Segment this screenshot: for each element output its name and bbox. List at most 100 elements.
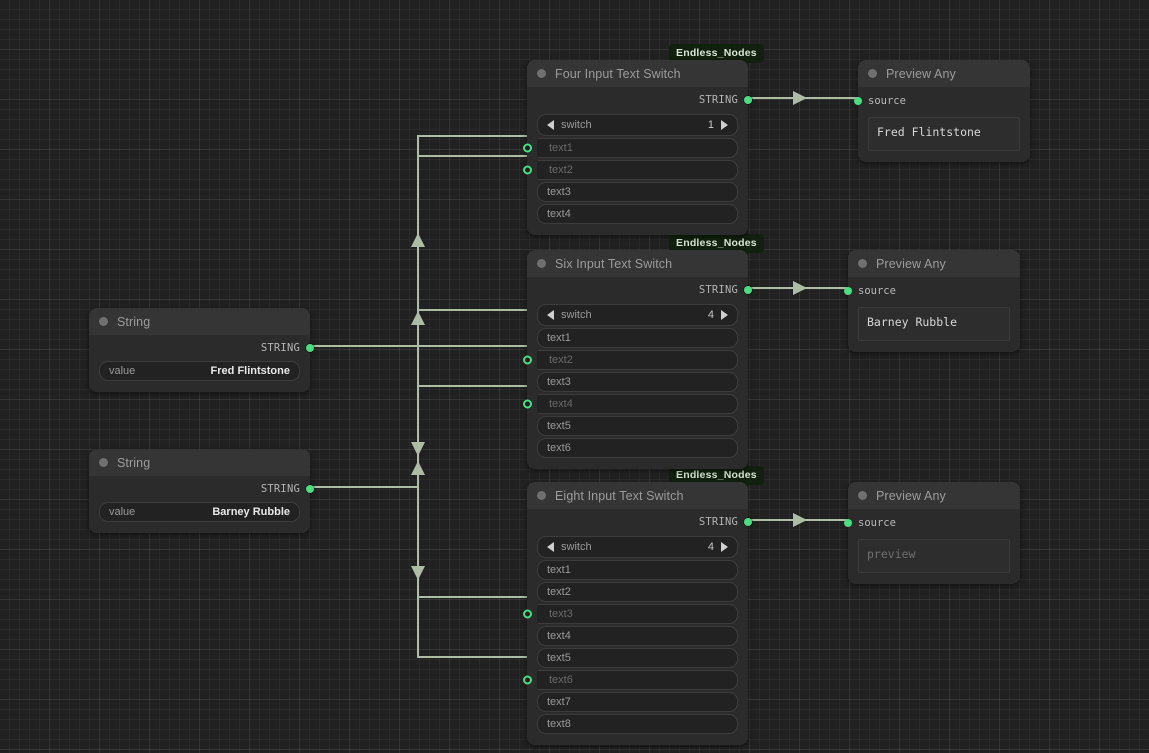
input-slot-text4[interactable]: text4: [523, 394, 738, 414]
input-socket-ring-icon[interactable]: [523, 165, 532, 175]
input-slot-text8[interactable]: text8: [537, 714, 738, 734]
input-socket-ring-icon[interactable]: [523, 609, 532, 619]
output-slot-string[interactable]: STRING: [537, 88, 752, 111]
node-body: STRING switch 1 text1 text2 text3 tex: [523, 88, 752, 235]
switch-stepper-widget[interactable]: switch 1: [537, 114, 738, 136]
input-slot-label: text4: [549, 398, 573, 410]
output-slot-string[interactable]: STRING: [99, 477, 314, 500]
switch-value[interactable]: 1: [707, 119, 714, 131]
output-slot-string[interactable]: STRING: [99, 336, 314, 359]
collapse-dot-icon[interactable]: [99, 317, 108, 326]
input-slot-source[interactable]: source: [854, 91, 1020, 111]
output-socket-dot-icon[interactable]: [306, 484, 314, 493]
input-slot-label: text5: [547, 420, 571, 432]
switch-value[interactable]: 4: [707, 309, 714, 321]
value-widget-value[interactable]: Fred Flintstone: [210, 365, 290, 377]
input-slot-label: text6: [547, 442, 571, 454]
input-socket-ring-icon[interactable]: [523, 143, 532, 153]
node-title-bar[interactable]: Six Input Text Switch: [527, 250, 748, 278]
input-slot-text7[interactable]: text7: [537, 692, 738, 712]
node-title-bar[interactable]: Preview Any: [858, 60, 1030, 88]
input-slot-source[interactable]: source: [844, 281, 1010, 301]
input-slot-text5[interactable]: text5: [537, 648, 738, 668]
preview-text-area[interactable]: preview: [858, 539, 1010, 573]
input-slot-text1[interactable]: text1: [523, 138, 738, 158]
output-slot-label: STRING: [698, 283, 738, 296]
input-slot-text4[interactable]: text4: [537, 626, 738, 646]
collapse-dot-icon[interactable]: [868, 69, 877, 78]
output-socket-dot-icon[interactable]: [744, 285, 752, 294]
input-slot-text1[interactable]: text1: [537, 560, 738, 580]
input-slot-text3[interactable]: text3: [537, 372, 738, 392]
input-slot-text2[interactable]: text2: [523, 350, 738, 370]
input-slot-source[interactable]: source: [844, 513, 1010, 533]
input-slot-text2[interactable]: text2: [537, 582, 738, 602]
input-slot-text6[interactable]: text6: [537, 438, 738, 458]
node-string-fred[interactable]: String STRING value Fred Flintstone: [89, 308, 314, 392]
value-widget[interactable]: value Barney Rubble: [99, 502, 300, 522]
switch-label: switch: [561, 309, 592, 321]
output-socket-dot-icon[interactable]: [744, 517, 752, 526]
triangle-left-icon[interactable]: [547, 310, 554, 320]
switch-value[interactable]: 4: [707, 541, 714, 553]
triangle-right-icon[interactable]: [721, 542, 728, 552]
input-slot-text6[interactable]: text6: [523, 670, 738, 690]
input-socket-ring-icon[interactable]: [523, 355, 532, 365]
input-socket-ring-icon[interactable]: [523, 399, 532, 409]
node-title-bar[interactable]: String: [89, 449, 310, 477]
switch-stepper-widget[interactable]: switch 4: [537, 536, 738, 558]
node-preview-any-bottom[interactable]: Preview Any source preview: [844, 482, 1020, 584]
input-slot-label: text2: [549, 354, 573, 366]
preview-text-area[interactable]: Fred Flintstone: [868, 117, 1020, 151]
triangle-left-icon[interactable]: [547, 120, 554, 130]
output-slot-string[interactable]: STRING: [537, 278, 752, 301]
collapse-dot-icon[interactable]: [537, 491, 546, 500]
input-socket-dot-icon[interactable]: [844, 519, 852, 527]
collapse-dot-icon[interactable]: [537, 69, 546, 78]
collapse-dot-icon[interactable]: [858, 491, 867, 500]
node-title-bar[interactable]: Preview Any: [848, 482, 1020, 510]
triangle-right-icon[interactable]: [721, 120, 728, 130]
preview-text-area[interactable]: Barney Rubble: [858, 307, 1010, 341]
collapse-dot-icon[interactable]: [537, 259, 546, 268]
node-pack-badge: Endless_Nodes: [669, 44, 764, 63]
node-four-input-text-switch[interactable]: Four Input Text Switch STRING switch 1 t…: [523, 60, 752, 235]
output-slot-string[interactable]: STRING: [537, 510, 752, 533]
node-eight-input-text-switch[interactable]: Eight Input Text Switch STRING switch 4 …: [523, 482, 752, 745]
node-title-bar[interactable]: Eight Input Text Switch: [527, 482, 748, 510]
node-preview-any-top[interactable]: Preview Any source Fred Flintstone: [854, 60, 1030, 162]
node-title-bar[interactable]: String: [89, 308, 310, 336]
node-body: STRING switch 4 text1 text2 text3 text4: [523, 510, 752, 745]
node-title-bar[interactable]: Preview Any: [848, 250, 1020, 278]
input-slot-label: source: [858, 285, 896, 297]
value-widget[interactable]: value Fred Flintstone: [99, 361, 300, 381]
triangle-right-icon[interactable]: [721, 310, 728, 320]
collapse-dot-icon[interactable]: [858, 259, 867, 268]
input-socket-ring-icon[interactable]: [523, 675, 532, 685]
output-socket-dot-icon[interactable]: [306, 343, 314, 352]
switch-stepper-widget[interactable]: switch 4: [537, 304, 738, 326]
input-slot-text5[interactable]: text5: [537, 416, 738, 436]
input-slot-label: text3: [549, 608, 573, 620]
node-title-label: Six Input Text Switch: [555, 256, 673, 271]
node-body: STRING value Fred Flintstone: [89, 336, 314, 392]
input-socket-dot-icon[interactable]: [854, 97, 862, 105]
output-socket-dot-icon[interactable]: [744, 95, 752, 104]
input-slot-text3[interactable]: text3: [537, 182, 738, 202]
node-preview-any-middle[interactable]: Preview Any source Barney Rubble: [844, 250, 1020, 352]
input-slot-text3[interactable]: text3: [523, 604, 738, 624]
triangle-left-icon[interactable]: [547, 542, 554, 552]
node-string-barney[interactable]: String STRING value Barney Rubble: [89, 449, 314, 533]
input-slot-text1[interactable]: text1: [537, 328, 738, 348]
input-slot-label: text5: [547, 652, 571, 664]
input-socket-dot-icon[interactable]: [844, 287, 852, 295]
input-slot-label: text7: [547, 696, 571, 708]
input-slot-text4[interactable]: text4: [537, 204, 738, 224]
node-title-bar[interactable]: Four Input Text Switch: [527, 60, 748, 88]
node-six-input-text-switch[interactable]: Six Input Text Switch STRING switch 4 te…: [523, 250, 752, 469]
value-widget-value[interactable]: Barney Rubble: [212, 506, 290, 518]
node-title-label: Preview Any: [886, 66, 956, 81]
input-slot-text2[interactable]: text2: [523, 160, 738, 180]
collapse-dot-icon[interactable]: [99, 458, 108, 467]
